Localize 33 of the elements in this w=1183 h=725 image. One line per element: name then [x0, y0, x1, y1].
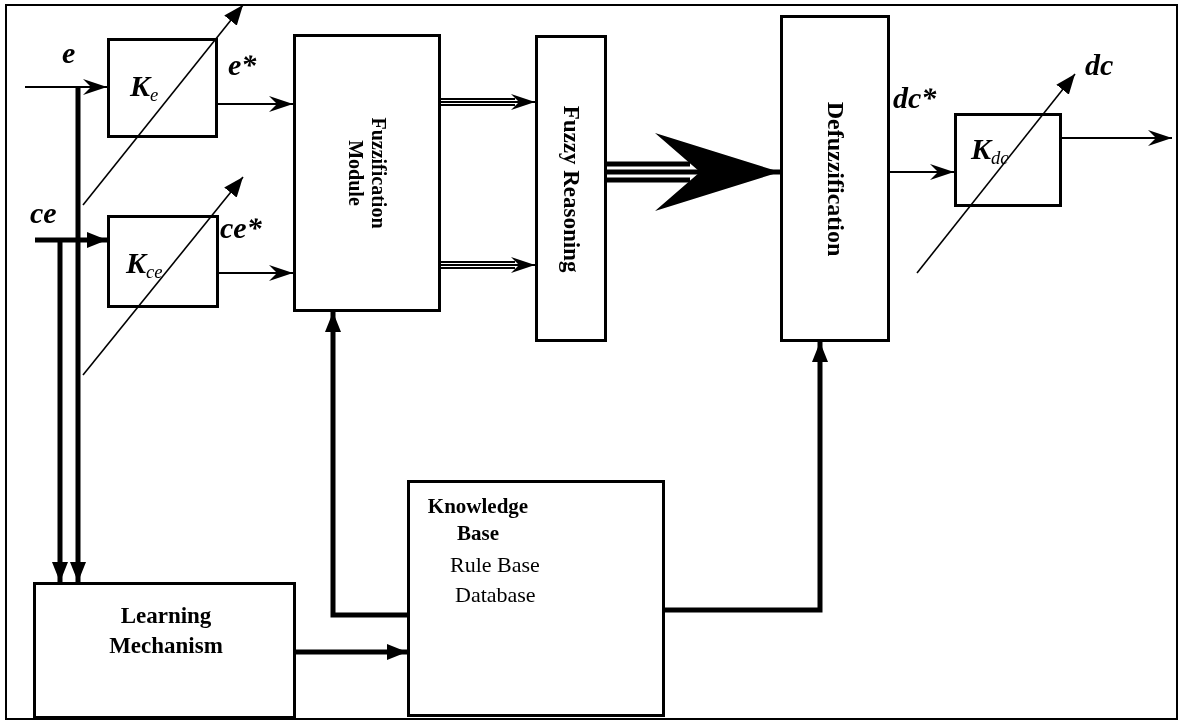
gain-label: K$_{dc}$ — [971, 134, 1009, 168]
box-title: Knowledge Base — [426, 493, 530, 548]
box-text: Rule Base — [450, 551, 540, 579]
gain-label: K$_{e}$ — [130, 71, 159, 105]
gain-box — [107, 38, 218, 138]
arrow — [665, 342, 828, 613]
knowledge-base-box — [407, 480, 665, 717]
gain-box — [107, 215, 219, 308]
arrow — [1061, 130, 1173, 146]
arrow — [52, 240, 68, 582]
arrow — [35, 232, 107, 248]
box-label: Defuzzification — [821, 101, 849, 256]
process-box — [535, 35, 607, 342]
arrow — [889, 164, 955, 180]
box-label: Fuzzification Module — [344, 116, 390, 231]
box-text: Database — [455, 581, 536, 609]
process-box — [293, 34, 441, 312]
double-arrow — [440, 257, 536, 273]
wide-arrow — [604, 133, 783, 211]
gain-label: K$_{ce}$ — [126, 248, 163, 282]
signal-label: dc — [1085, 50, 1114, 80]
learning-box — [33, 582, 296, 719]
double-arrow — [440, 94, 536, 110]
gain-box — [954, 113, 1062, 207]
arrow — [217, 96, 294, 112]
arrow — [70, 87, 86, 582]
process-box — [780, 15, 890, 342]
arrow — [218, 265, 294, 281]
box-title: Learning Mechanism — [108, 602, 224, 660]
arrow — [24, 79, 108, 95]
arrow — [296, 644, 407, 660]
arrow — [325, 312, 407, 618]
box-label: Fuzzy Reasoning — [558, 105, 585, 272]
